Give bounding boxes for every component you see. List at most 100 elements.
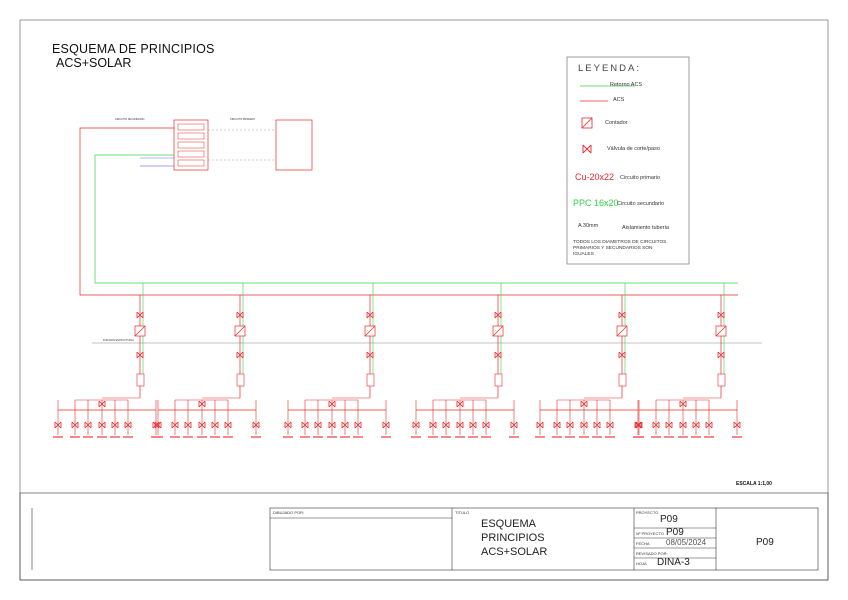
unit-6-header-valve xyxy=(679,400,687,408)
unit-3-valve-mid xyxy=(366,351,374,359)
sheet-value: DINA-3 xyxy=(657,557,690,568)
acs-return-line xyxy=(94,154,738,284)
unit-4-heater xyxy=(494,373,503,387)
drawn-by-label: DIBUJADO POR: xyxy=(273,510,305,515)
sheet-code: P09 xyxy=(756,537,774,548)
unit-3-drop-3-valve xyxy=(314,421,322,429)
legend-note-line-1: TODOS LOS DIAMETROS DE CIRCUITOS xyxy=(573,240,667,245)
project-number-value: P09 xyxy=(666,527,684,538)
sheet-frame xyxy=(19,19,829,581)
svg-text:CIRCUITO SECUNDARIO: CIRCUITO SECUNDARIO xyxy=(115,118,144,121)
unit-2-drop-6-valve xyxy=(224,421,232,429)
unit-4-valve-top xyxy=(494,311,502,319)
unit-1-drop-5-valve xyxy=(111,421,119,429)
unit-2-valve-mid xyxy=(236,351,244,359)
unit-4-meter-diagonal xyxy=(492,325,504,337)
unit-4-valve-mid xyxy=(494,351,502,359)
unit-2-drop-4-valve xyxy=(198,421,206,429)
unit-3-meter-diagonal xyxy=(364,325,376,337)
unit-6-drop-1-valve xyxy=(635,421,643,429)
unit-4-drop-1-valve xyxy=(412,421,420,429)
title-block-line-3: ACS+SOLAR xyxy=(481,546,548,558)
unit-5-meter-diagonal xyxy=(616,325,628,337)
unit-2-drop-7-valve xyxy=(252,421,260,429)
unit-4-drop-2-valve xyxy=(429,421,437,429)
sheet-label: HOJA xyxy=(636,561,647,566)
scale-label: ESCALA 1:1,00 xyxy=(736,481,772,487)
unit-1-meter-diagonal xyxy=(134,325,146,337)
unit-1-drop-7-valve xyxy=(152,421,160,429)
unit-5-valve-mid xyxy=(618,351,626,359)
project-label: PROYECTO xyxy=(636,510,659,515)
unit-1-drop-4-valve xyxy=(98,421,106,429)
unit-5-valve-top xyxy=(618,311,626,319)
unit-3-drop-7-valve xyxy=(382,421,390,429)
unit-6-valve-mid xyxy=(717,351,725,359)
unit-5-drop-3-valve xyxy=(566,421,574,429)
legend-secondary-code: PPC 16x20 xyxy=(573,198,619,208)
title-label: TITULO xyxy=(455,510,470,515)
unit-6-heater xyxy=(717,373,726,387)
unit-5-drop-5-valve xyxy=(593,421,601,429)
unit-6-drop-7-valve xyxy=(733,421,741,429)
title-block-line-1: ESQUEMA xyxy=(481,518,537,530)
unit-3-header-valve xyxy=(328,400,336,408)
unit-2-header-valve xyxy=(198,400,206,408)
acs-supply-line xyxy=(79,127,738,296)
unit-4-drop-3-valve xyxy=(442,421,450,429)
unit-3-drop-5-valve xyxy=(341,421,349,429)
solar-collector-box xyxy=(275,119,313,171)
unit-1-drop-1-valve xyxy=(54,421,62,429)
unit-1-drop-2-valve xyxy=(71,421,79,429)
unit-3-drop-1-valve xyxy=(284,421,292,429)
svg-text:CIRCUITO PRIMARIO: CIRCUITO PRIMARIO xyxy=(230,118,255,121)
unit-5-drop-4-valve xyxy=(580,421,588,429)
unit-2-drop-3-valve xyxy=(184,421,192,429)
project-value: P09 xyxy=(660,514,678,525)
unit-3-drop-4-valve xyxy=(328,421,336,429)
legend-primary-code: Cu-20x22 xyxy=(575,172,615,182)
project-number-label: Nº PROYECTO xyxy=(636,531,664,536)
unit-3-heater xyxy=(366,373,375,387)
title-block-line-2: PRINCIPIOS xyxy=(481,532,545,544)
legend-valve-symbol xyxy=(582,144,592,154)
unit-6-meter-diagonal xyxy=(715,325,727,337)
unit-6-drop-2-valve xyxy=(652,421,660,429)
unit-5-header-valve xyxy=(580,400,588,408)
legend-note-line-3: IGUALES xyxy=(573,252,594,257)
unit-4-drop-7-valve xyxy=(510,421,518,429)
unit-6-drop-5-valve xyxy=(692,421,700,429)
unit-5-drop-7-valve xyxy=(634,421,642,429)
unit-5-drop-1-valve xyxy=(536,421,544,429)
unit-2-meter-diagonal xyxy=(234,325,246,337)
date-value: 08/05/2024 xyxy=(666,538,707,547)
unit-1-drop-3-valve xyxy=(84,421,92,429)
legend-valve-label: Válvula de corte/paso xyxy=(607,146,660,152)
unit-5-drop-2-valve xyxy=(553,421,561,429)
unit-2-drop-5-valve xyxy=(211,421,219,429)
unit-4-drop-6-valve xyxy=(482,421,490,429)
unit-4-drop-4-valve xyxy=(456,421,464,429)
unit-5-drop-6-valve xyxy=(606,421,614,429)
legend-note-line-2: PRIMARIOS Y SECUNDARIOS SON xyxy=(573,246,653,251)
title-block-frame xyxy=(19,492,829,581)
unit-5-heater xyxy=(618,373,627,387)
legend-primary-label: Circuito primario xyxy=(620,175,661,181)
legend-insulation-code: A 30mm xyxy=(578,223,599,229)
unit-3-valve-top xyxy=(366,311,374,319)
legend-return-label: Retorno ACS xyxy=(610,82,643,88)
unit-1-drop-6-valve xyxy=(124,421,132,429)
unit-4-header-valve xyxy=(456,400,464,408)
legend-meter-label: Contador xyxy=(605,120,628,126)
legend-meter-symbol xyxy=(581,117,593,129)
legend-secondary-label: Circuito secundario xyxy=(617,201,665,207)
unit-2-heater xyxy=(236,373,245,387)
svg-text:FORJADO ESTRUCTURAL: FORJADO ESTRUCTURAL xyxy=(103,339,135,342)
unit-2-drop-2-valve xyxy=(171,421,179,429)
legend-box xyxy=(566,56,690,265)
storage-tank xyxy=(173,119,209,171)
reviewed-by-label: REVISADO POR: xyxy=(636,551,668,556)
unit-1-heater xyxy=(136,373,145,387)
unit-2-valve-top xyxy=(236,311,244,319)
